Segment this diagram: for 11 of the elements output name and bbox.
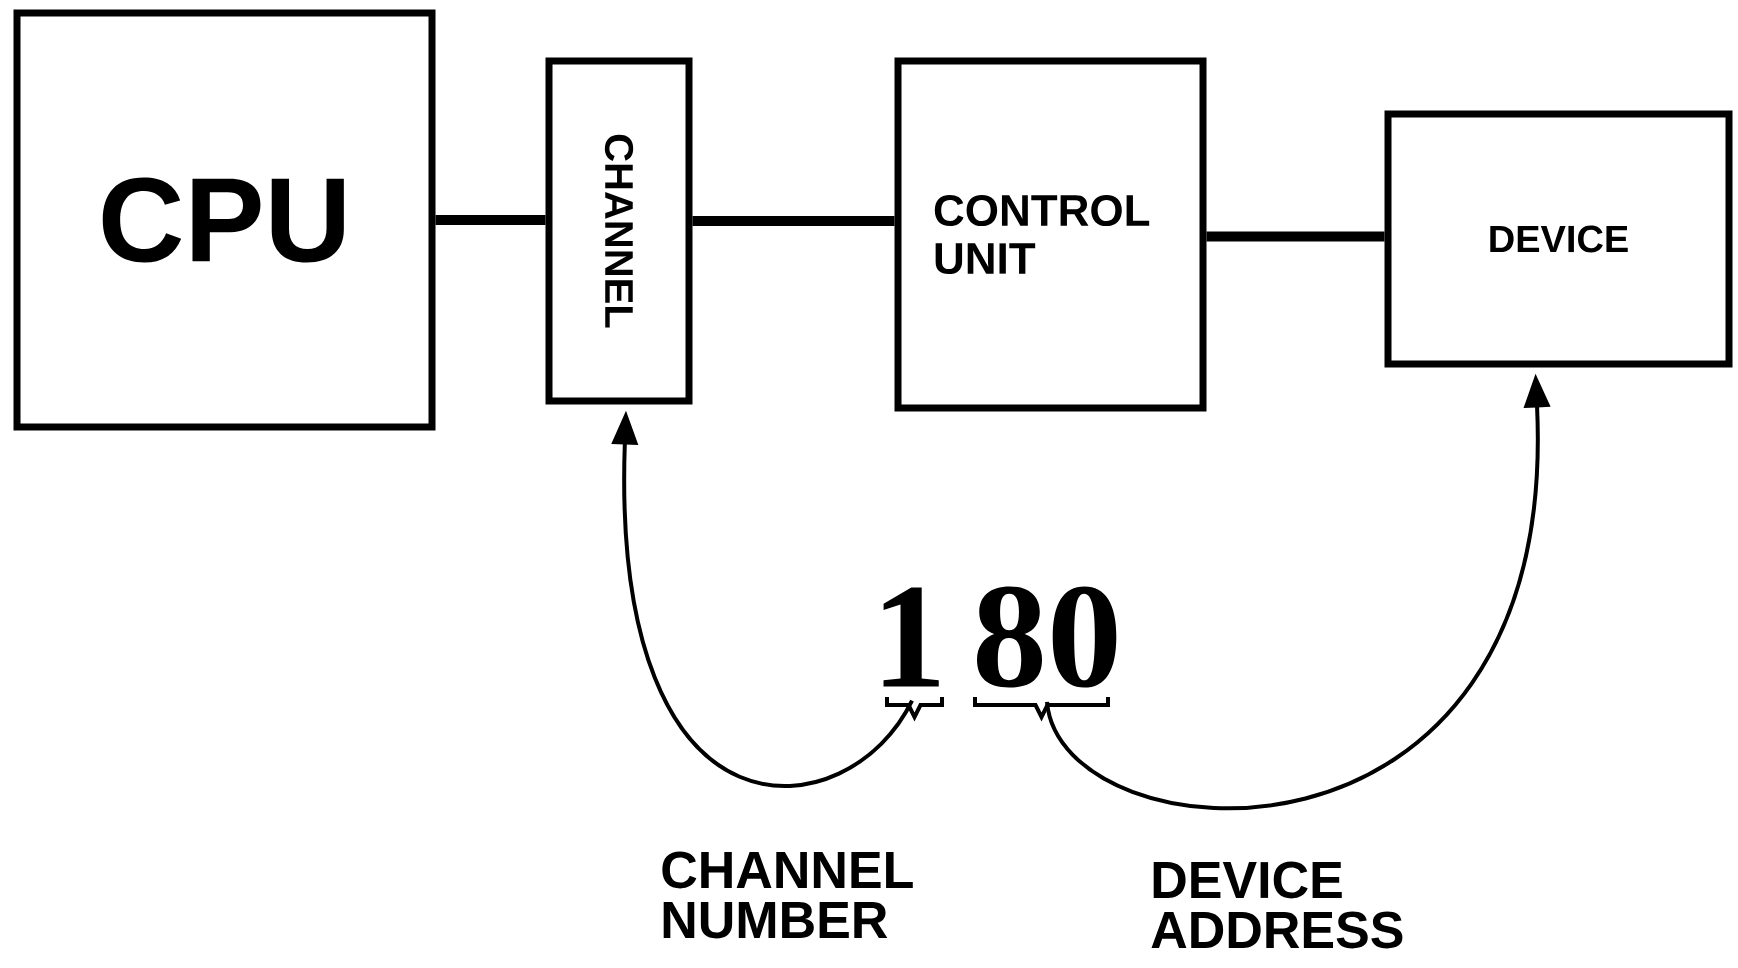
connector: [1206, 231, 1385, 242]
device-box: DEVICE: [1384, 110, 1733, 368]
cpu-box: CPU: [13, 9, 436, 431]
caption-label: DEVICE ADDRESS: [1151, 861, 1403, 949]
number: 80: [977, 586, 1117, 688]
number: 1: [883, 587, 939, 687]
channel-box: CHANNEL: [545, 57, 693, 405]
control-unit-box: CONTROL UNIT: [894, 57, 1207, 412]
connector: [435, 215, 546, 225]
caption-label: CHANNEL NUMBER: [662, 851, 913, 939]
connector: [692, 216, 895, 226]
